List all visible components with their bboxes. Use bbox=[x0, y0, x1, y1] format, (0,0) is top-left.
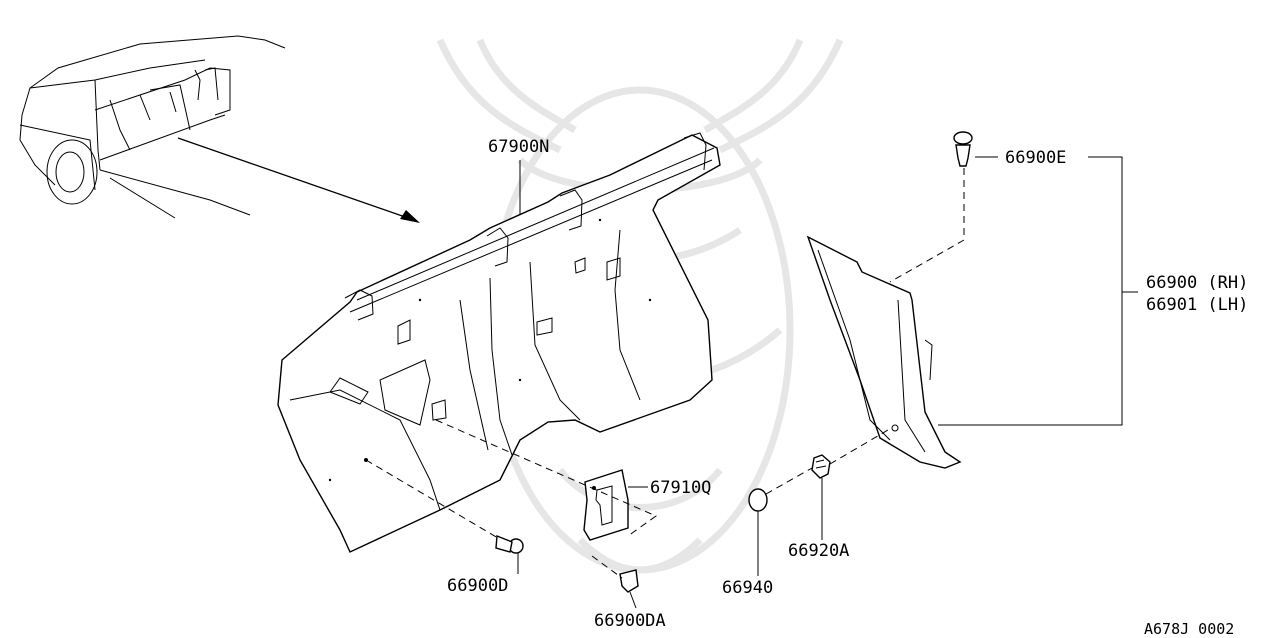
label-67900N: 67900N bbox=[488, 137, 549, 157]
label-66901-lh: 66901 (LH) bbox=[1146, 295, 1248, 315]
bracket-67910Q bbox=[583, 469, 629, 541]
truck-overview-icon bbox=[19, 35, 420, 223]
grommet-66940-icon bbox=[748, 488, 768, 512]
trim-panel-67900N bbox=[277, 132, 721, 553]
label-66900-rh: 66900 (RH) bbox=[1146, 273, 1248, 293]
diagram-code: A678J 0002 bbox=[1144, 620, 1234, 638]
label-66920A: 66920A bbox=[788, 541, 849, 561]
label-67910Q: 67910Q bbox=[650, 478, 711, 498]
label-66900D: 66900D bbox=[447, 576, 508, 596]
label-66900E: 66900E bbox=[1005, 148, 1066, 168]
leader-lines bbox=[517, 156, 1138, 609]
side-trim-66900 bbox=[806, 235, 962, 469]
assembly-lines bbox=[365, 168, 965, 579]
label-66940: 66940 bbox=[722, 578, 773, 598]
clip-66900E-icon bbox=[953, 131, 973, 167]
screw-66920A-icon bbox=[811, 454, 831, 479]
clip-66900D-icon bbox=[495, 534, 524, 554]
clip-66900DA-icon bbox=[619, 569, 639, 593]
label-66900DA: 66900DA bbox=[594, 611, 666, 631]
